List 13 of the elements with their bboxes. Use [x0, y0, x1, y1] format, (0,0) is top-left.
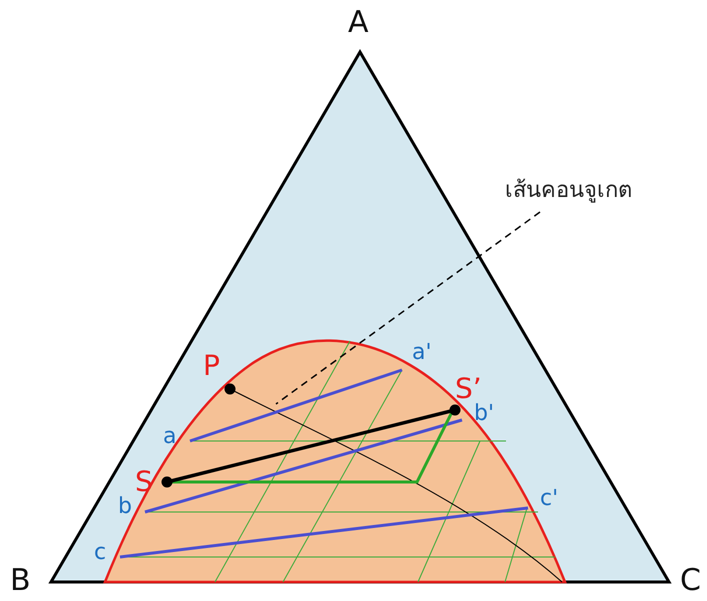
vertex-label: B: [10, 566, 31, 596]
point-label: a': [412, 342, 432, 364]
callout-label: เส้นคอนจูเกต: [505, 180, 632, 202]
vertex-label: C: [680, 566, 701, 596]
point-label: a: [163, 426, 176, 448]
point-label: c: [94, 542, 106, 564]
vertex-label: A: [348, 8, 369, 38]
point-label: b': [474, 403, 494, 425]
point-label: c': [540, 488, 558, 510]
point-label: P: [203, 352, 220, 380]
leader-line: [276, 211, 540, 405]
point-label: b: [118, 496, 132, 518]
point-label: S’: [455, 375, 482, 403]
